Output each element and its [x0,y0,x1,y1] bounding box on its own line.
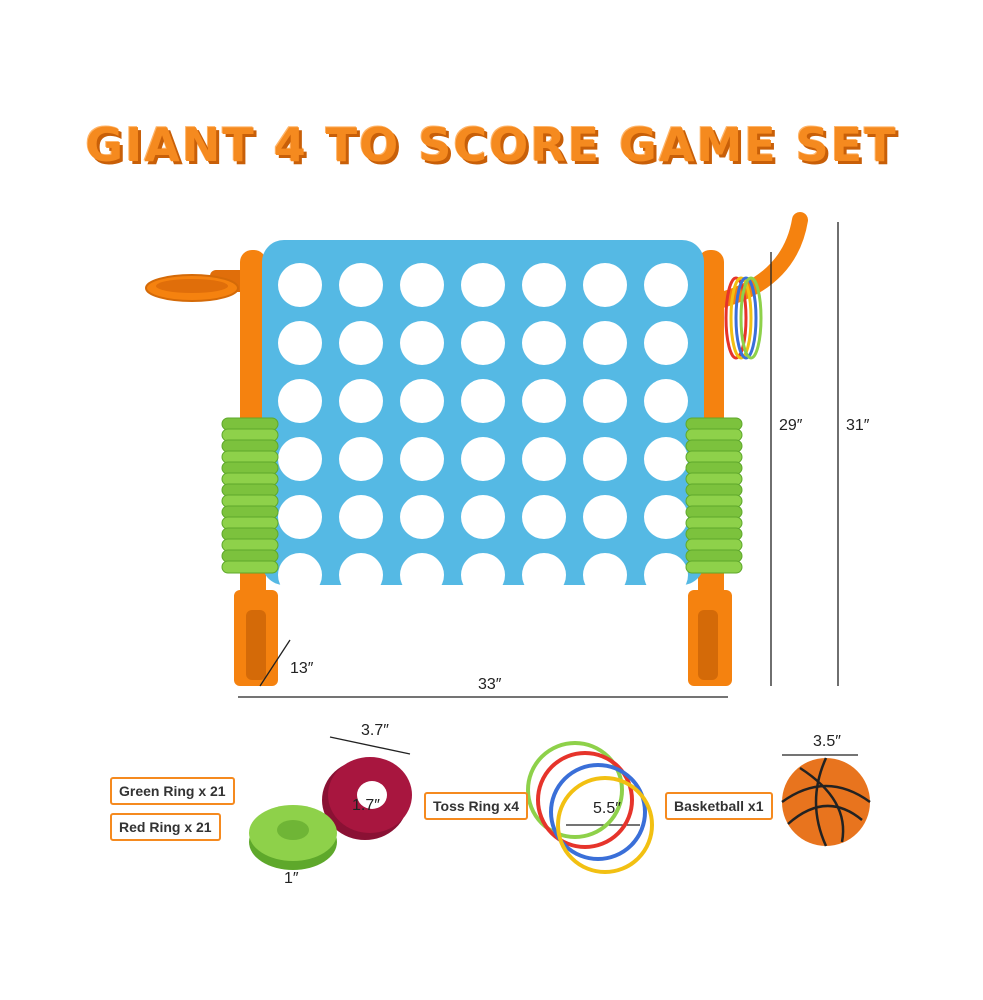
board-hole [461,553,505,597]
board-hole [644,495,688,539]
board-hole [461,495,505,539]
board-hole [278,553,322,597]
hanging-toss-rings [724,276,763,360]
green-ring-stack-left [221,417,279,574]
board-hole [522,495,566,539]
game-board [262,240,704,597]
board-hole [644,263,688,307]
dimension-lines [238,222,858,868]
board-hole [461,437,505,481]
basketball-icon [781,757,871,847]
stacked-green-ring [221,516,279,530]
board-hole [400,553,444,597]
stacked-green-ring [221,505,279,519]
height-total-label: 31″ [846,417,870,434]
green-ring-icon [249,805,337,870]
board-hole [461,263,505,307]
stacked-green-ring [685,483,743,497]
board-hole [583,437,627,481]
board-hole [583,321,627,365]
stacked-green-ring [685,461,743,475]
stacked-green-ring [221,428,279,442]
stacked-green-ring [685,428,743,442]
board-hole [278,321,322,365]
ball-diameter-label: 3.5″ [813,733,841,750]
stacked-green-ring [685,472,743,486]
stacked-green-ring [221,549,279,563]
board-hole [400,321,444,365]
green-ring-stack-right [685,417,743,574]
board-hole [583,553,627,597]
stacked-green-ring [685,505,743,519]
board-hole [522,553,566,597]
page-title: GIANT 4 TO SCORE GAME SET [85,118,898,172]
stacked-green-ring [221,527,279,541]
depth-label: 13″ [290,660,314,677]
red-ring-icon [322,757,412,840]
board-hole [522,437,566,481]
toss-ring-diameter-label: 5.5″ [593,800,621,817]
toss-rings-icon [526,741,654,874]
stacked-green-ring [221,450,279,464]
board-hole [339,437,383,481]
board-hole [583,495,627,539]
stacked-green-ring [685,494,743,508]
stacked-green-ring [685,538,743,552]
stacked-green-ring [685,450,743,464]
height-frame-label: 29″ [779,417,803,434]
stacked-green-ring [221,483,279,497]
board-hole [400,379,444,423]
toss-ring-tag: Toss Ring x4 [424,792,529,820]
board-hole [400,495,444,539]
stacked-green-ring [221,439,279,453]
board-hole [522,263,566,307]
stacked-green-ring [221,472,279,486]
board-hole [522,379,566,423]
stacked-green-ring [685,527,743,541]
board-hole [339,553,383,597]
board-hole [339,379,383,423]
stacked-green-ring [685,417,743,431]
stacked-green-ring [221,560,279,574]
board-hole [400,263,444,307]
board-hole [278,437,322,481]
board-hole [583,263,627,307]
board-hole [644,553,688,597]
ring-hole-label: 1.7″ [352,797,380,814]
stacked-green-ring [685,439,743,453]
board-hole [278,379,322,423]
board-hole [644,379,688,423]
board-hole [583,379,627,423]
board-hole [339,321,383,365]
ring-thickness-label: 1″ [284,870,299,887]
board-hole [339,495,383,539]
board-hole [400,437,444,481]
width-label: 33″ [478,676,502,693]
stacked-green-ring [685,549,743,563]
board-hole [461,379,505,423]
red-ring-tag: Red Ring x 21 [110,813,221,841]
stacked-green-ring [221,494,279,508]
board-hole [461,321,505,365]
board-hole [278,495,322,539]
stacked-green-ring [685,560,743,574]
basketball-tag: Basketball x1 [665,792,773,820]
stacked-green-ring [221,538,279,552]
board-hole [339,263,383,307]
green-ring-tag: Green Ring x 21 [110,777,235,805]
stacked-green-ring [221,417,279,431]
board-hole [522,321,566,365]
stacked-green-ring [221,461,279,475]
stacked-green-ring [685,516,743,530]
board-hole [278,263,322,307]
ring-diameter-label: 3.7″ [361,722,389,739]
board-hole [644,321,688,365]
board-hole [644,437,688,481]
